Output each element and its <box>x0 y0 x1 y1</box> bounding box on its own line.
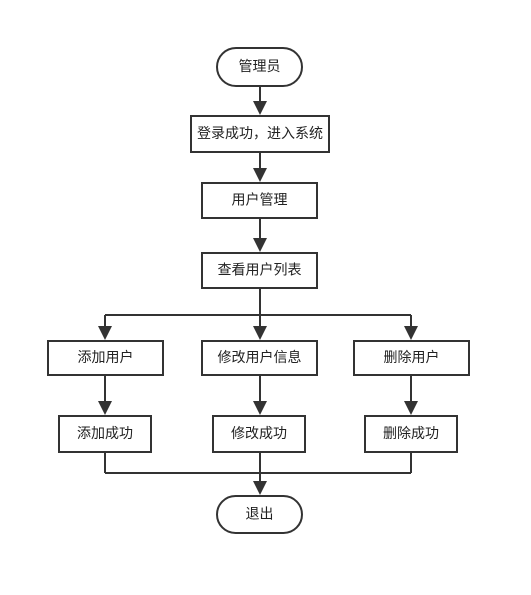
process-box <box>190 115 330 153</box>
node-exit-label: 退出 <box>246 507 274 523</box>
node-delete-success-label: 删除成功 <box>383 426 439 442</box>
terminal-shape <box>216 495 303 534</box>
node-admin: 管理员 <box>216 47 303 87</box>
node-view-list-label: 查看用户列表 <box>218 262 302 279</box>
process-box <box>201 252 318 289</box>
arrowhead-deleteuser <box>404 326 418 340</box>
node-user-mgmt-label: 用户管理 <box>232 192 288 209</box>
arrowheads <box>98 101 418 495</box>
arrowhead-edituser <box>253 326 267 340</box>
arrowhead-viewlist <box>253 238 267 252</box>
node-view-list: 查看用户列表 <box>201 252 318 289</box>
node-delete-user: 删除用户 <box>353 340 470 376</box>
node-edit-user-label: 修改用户信息 <box>218 349 302 366</box>
node-exit: 退出 <box>216 495 303 534</box>
process-box <box>353 340 470 376</box>
node-add-success: 添加成功 <box>58 415 152 453</box>
node-edit-success-label: 修改成功 <box>231 426 287 442</box>
arrowhead-exit <box>253 481 267 495</box>
arrowhead-editsuccess <box>253 401 267 415</box>
node-edit-user: 修改用户信息 <box>201 340 318 376</box>
node-delete-user-label: 删除用户 <box>384 349 440 366</box>
arrowhead-login <box>253 101 267 115</box>
node-edit-success: 修改成功 <box>212 415 306 453</box>
node-user-mgmt: 用户管理 <box>201 182 318 219</box>
process-box <box>364 415 458 453</box>
process-box <box>212 415 306 453</box>
node-login-label: 登录成功，进入系统 <box>197 126 323 142</box>
node-add-user-label: 添加用户 <box>78 349 134 366</box>
process-box <box>201 340 318 376</box>
edges <box>104 86 412 482</box>
arrowhead-deletesuccess <box>404 401 418 415</box>
process-box <box>47 340 164 376</box>
arrowhead-usermgmt <box>253 168 267 182</box>
node-admin-label: 管理员 <box>239 59 281 75</box>
process-box <box>201 182 318 219</box>
node-login: 登录成功，进入系统 <box>190 115 330 153</box>
arrowhead-adduser <box>98 326 112 340</box>
terminal-shape <box>216 47 303 87</box>
process-box <box>58 415 152 453</box>
node-delete-success: 删除成功 <box>364 415 458 453</box>
arrowhead-addsuccess <box>98 401 112 415</box>
node-add-user: 添加用户 <box>47 340 164 376</box>
node-add-success-label: 添加成功 <box>77 426 133 442</box>
